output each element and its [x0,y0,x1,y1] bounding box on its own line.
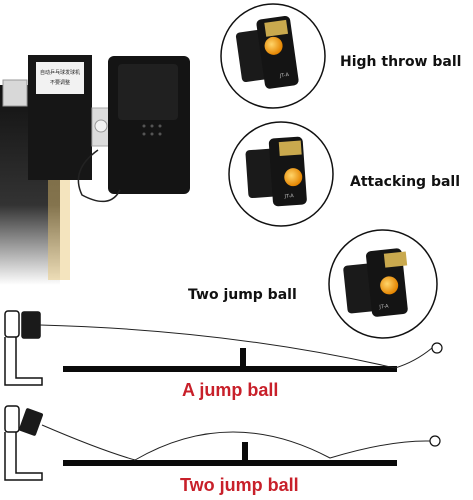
diagram-two-jump [4,405,441,481]
model-text-2: JT-A [283,193,294,200]
head-detail-attacking: JT-A [228,121,334,227]
ball-machine-photo: 自动乒乓球发球机 不要调整 [0,55,190,285]
label-attacking-ball: Attacking ball [350,174,461,190]
label-two-jump-ball-small: Two jump ball [188,287,297,303]
net-1 [240,348,246,368]
model-text-1: JT-A [278,72,289,79]
net-2 [242,442,248,462]
model-text-3: JT-A [378,303,389,310]
panel-text-2: 不要调整 [50,79,70,86]
table-top-1 [63,366,397,372]
head-detail-two-jump: JT-A [328,229,438,339]
head-detail-high-throw: JT-A [220,3,326,109]
panel-text-1: 自动乒乓球发球机 [40,69,80,76]
table-top-2 [63,460,397,466]
diagram-a-jump [4,310,443,386]
label-high-throw-ball: High throw ball [340,54,462,70]
ball-1 [431,342,443,354]
ball-2 [429,435,441,447]
label-a-jump-ball: A jump ball [182,380,279,400]
label-two-jump-ball: Two jump ball [180,475,299,495]
